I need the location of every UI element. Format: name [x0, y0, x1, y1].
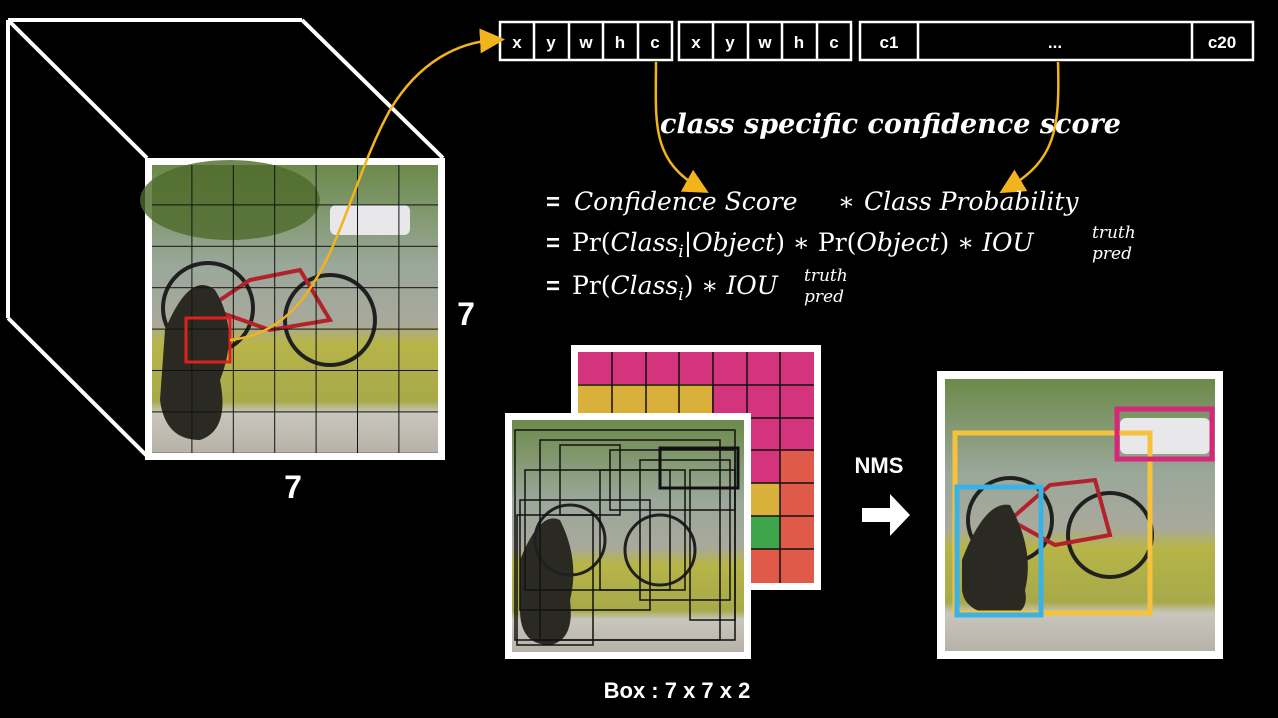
- svg-text:Class Probability: Class Probability: [864, 187, 1079, 216]
- class-c20: c20: [1208, 33, 1236, 52]
- box1-w: w: [578, 33, 593, 52]
- nms-arrow-icon: [862, 494, 910, 536]
- formula-heading: class specific confidence score: [660, 109, 1121, 140]
- box1-x: x: [512, 33, 522, 52]
- formula-line-1: = Confidence Score ∗ Class Probability: [546, 187, 1079, 216]
- svg-text:Pr(Classi) ∗ IOU: Pr(Classi) ∗ IOU: [572, 271, 779, 305]
- svg-text:∗: ∗: [838, 187, 855, 216]
- car-detection-box: [1114, 406, 1215, 462]
- output-vector: [498, 20, 1255, 62]
- box1-y: y: [546, 33, 556, 52]
- svg-text:truth: truth: [804, 266, 848, 286]
- box2-c: c: [829, 33, 838, 52]
- cell-to-vector-arrow: [229, 28, 505, 342]
- box2-x: x: [691, 33, 701, 52]
- nms-label: NMS: [855, 453, 904, 478]
- svg-text:pred: pred: [804, 287, 844, 307]
- formula-line-2: = Pr(Classi|Object) ∗ Pr(Object) ∗ IOU t…: [546, 223, 1136, 264]
- box-caption: Box : 7 x 7 x 2: [604, 678, 751, 703]
- grid-image: [140, 158, 445, 460]
- arrows: [229, 28, 1060, 342]
- box1-c: c: [650, 33, 659, 52]
- svg-text:Pr(Classi|Object) ∗ Pr(Object): Pr(Classi|Object) ∗ Pr(Object) ∗ IOU: [572, 228, 1035, 262]
- grid-height-label: 7: [457, 296, 475, 332]
- box-predictions-image: [505, 413, 751, 659]
- box1-h: h: [615, 33, 625, 52]
- svg-text:Confidence Score: Confidence Score: [574, 187, 798, 216]
- svg-text:truth: truth: [1092, 223, 1136, 243]
- vector-labels: x y w h c x y w h c c1 ... c20: [512, 33, 1236, 52]
- class-c1: c1: [880, 33, 899, 52]
- box2-y: y: [725, 33, 735, 52]
- final-detections-image: [937, 371, 1223, 659]
- svg-text:=: =: [546, 273, 560, 300]
- box2-h: h: [794, 33, 804, 52]
- formula-line-3: = Pr(Classi) ∗ IOU truth pred: [546, 266, 848, 307]
- box2-w: w: [757, 33, 772, 52]
- svg-text:pred: pred: [1092, 244, 1132, 264]
- svg-text:=: =: [546, 230, 560, 257]
- dog-detection-box: [954, 484, 1044, 618]
- class-prob-arrow: [999, 61, 1060, 194]
- tensor-cube: [6, 18, 445, 458]
- class-ellipsis: ...: [1048, 33, 1062, 52]
- confidence-arrow: [654, 61, 709, 193]
- grid-width-label: 7: [284, 469, 302, 505]
- svg-text:=: =: [546, 189, 560, 216]
